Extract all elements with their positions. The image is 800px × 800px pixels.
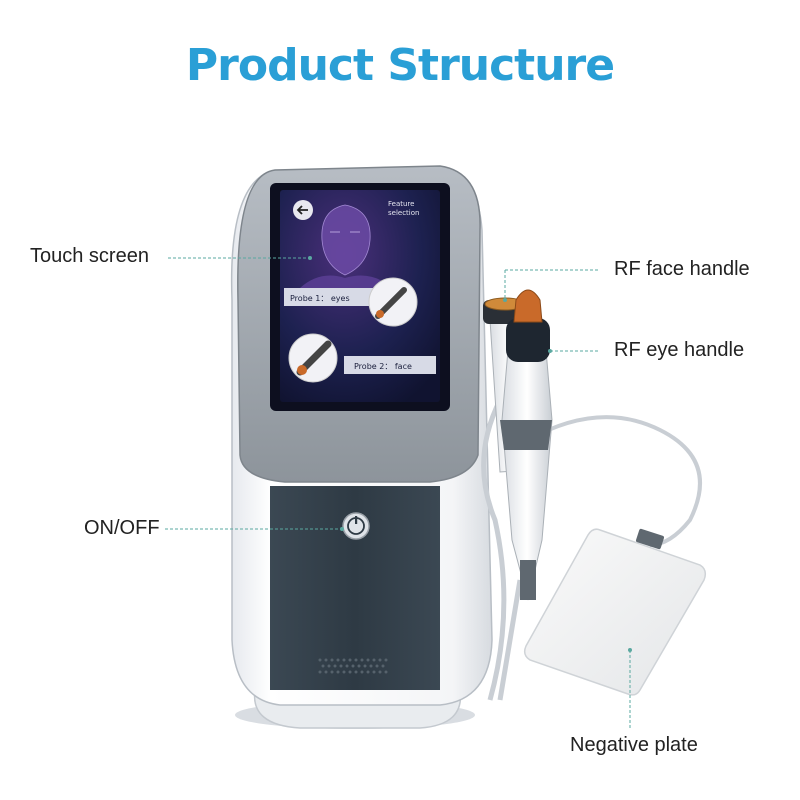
probe-1-option[interactable]: Probe 1： eyes	[284, 277, 418, 327]
face-handle-cable	[481, 398, 507, 701]
label-touch-screen: Touch screen	[30, 245, 149, 267]
eye-handle-cable	[497, 579, 523, 701]
label-rf-eye-handle: RF eye handle	[614, 339, 745, 361]
selection-label: selection	[388, 209, 419, 217]
leader-lines	[165, 257, 631, 728]
rf-eye-handle[interactable]	[500, 289, 553, 601]
plate-cable	[527, 415, 702, 547]
probe-1-label: Probe 1： eyes	[290, 294, 350, 303]
power-icon[interactable]	[342, 512, 370, 540]
label-on-off: ON/OFF	[84, 517, 160, 539]
label-rf-face-handle: RF face handle	[614, 258, 750, 280]
probe-2-label: Probe 2： face	[354, 362, 412, 371]
feature-label: Feature	[388, 200, 414, 208]
back-arrow-icon[interactable]	[293, 200, 313, 220]
speaker-grille	[318, 658, 388, 674]
touch-screen[interactable]: Feature selection Probe 1： eyes Probe 2：…	[280, 190, 440, 402]
probe-2-option[interactable]: Probe 2： face	[288, 333, 436, 383]
leader-dots	[308, 256, 632, 652]
page-title: Product Structure	[185, 40, 615, 91]
front-panel	[270, 486, 440, 690]
label-negative-plate: Negative plate	[570, 734, 698, 756]
negative-plate[interactable]	[523, 528, 707, 696]
face-graphic	[300, 204, 392, 288]
